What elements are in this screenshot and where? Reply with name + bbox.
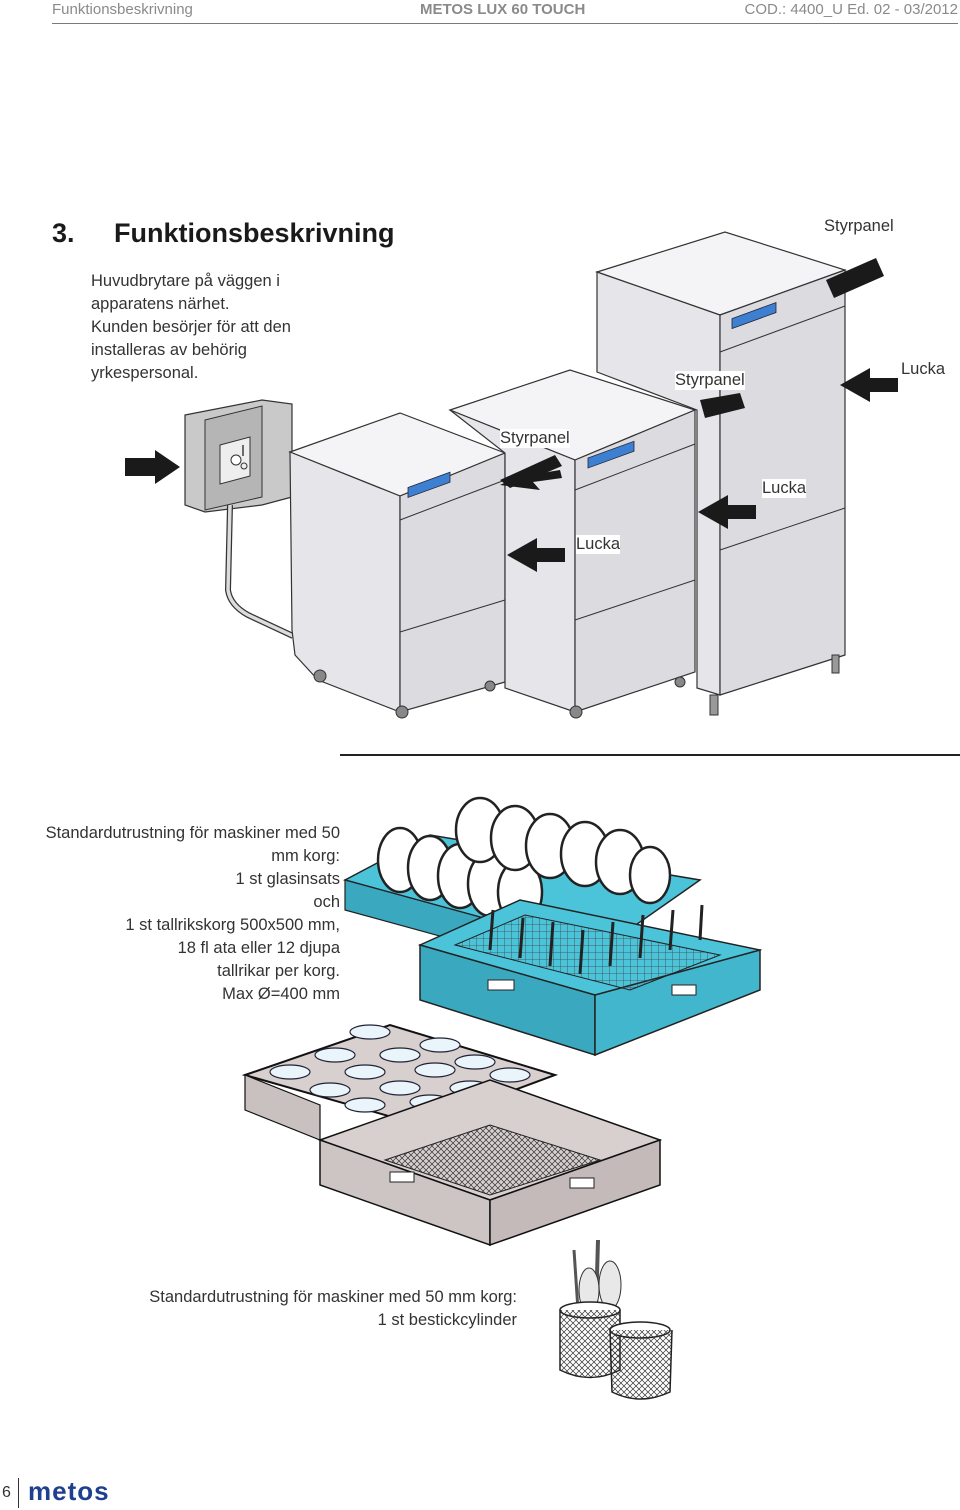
intro-line: Kunden besörjer för att den — [91, 318, 291, 336]
intro-line: installeras av behörig — [91, 341, 247, 359]
label-styrpanel-small: Styrpanel — [500, 429, 570, 448]
text-line: Max Ø=400 mm — [222, 985, 340, 1003]
dishwasher-small — [288, 412, 507, 719]
cutlery-cylinder-illustration — [559, 1239, 673, 1400]
section-divider — [340, 754, 960, 756]
text-line: 1 st glasinsats — [235, 870, 340, 888]
intro-text: Huvudbrytare på väggen i apparatens närh… — [91, 270, 341, 385]
text-line: 18 fl ata eller 12 djupa — [177, 939, 340, 957]
text-line: tallrikar per korg. — [217, 962, 340, 980]
glass-rack-illustration — [241, 1023, 663, 1247]
footer-separator — [18, 1478, 19, 1508]
main-switch-illustration — [125, 399, 295, 639]
intro-line: Huvudbrytare på väggen i — [91, 272, 280, 290]
logo-text: metos — [28, 1480, 110, 1504]
standard-equipment-cutlery: Standardutrustning för maskiner med 50 m… — [97, 1286, 517, 1332]
text-line: mm korg: — [271, 847, 340, 865]
metos-logo-icon: metos — [28, 1480, 110, 1504]
standard-equipment-racks: Standardutrustning för maskiner med 50 m… — [40, 822, 340, 1006]
section-heading: Funktionsbeskrivning — [114, 218, 395, 248]
header-model: METOS LUX 60 TOUCH — [420, 1, 586, 18]
plate-rack-illustration — [342, 796, 763, 1057]
label-styrpanel-medium: Styrpanel — [675, 371, 745, 390]
text-line: 1 st tallrikskorg 500x500 mm, — [125, 916, 340, 934]
text-line: 1 st bestickcylinder — [377, 1311, 517, 1329]
page-number: 6 — [2, 1484, 11, 1501]
label-lucka-small: Lucka — [576, 535, 621, 554]
intro-line: apparatens närhet. — [91, 295, 230, 313]
section-number: 3. — [52, 218, 75, 248]
page-footer: 6 metos — [0, 1478, 200, 1510]
page-header: Funktionsbeskrivning METOS LUX 60 TOUCH … — [52, 0, 958, 24]
text-line: Standardutrustning för maskiner med 50 m… — [149, 1288, 517, 1306]
header-chapter: Funktionsbeskrivning — [52, 1, 193, 18]
label-lucka-tall: Lucka — [901, 360, 946, 379]
label-lucka-medium: Lucka — [762, 479, 807, 498]
header-code: COD.: 4400_U Ed. 02 - 03/2012 — [744, 1, 958, 18]
label-styrpanel-tall: Styrpanel — [824, 217, 894, 236]
intro-line: yrkespersonal. — [91, 364, 199, 382]
section-title: 3. Funktionsbeskrivning — [52, 218, 395, 249]
text-line: och — [313, 893, 340, 911]
text-line: Standardutrustning för maskiner med 50 — [45, 824, 340, 842]
pointer-arrows — [500, 258, 898, 572]
dishwasher-medium — [448, 369, 697, 719]
